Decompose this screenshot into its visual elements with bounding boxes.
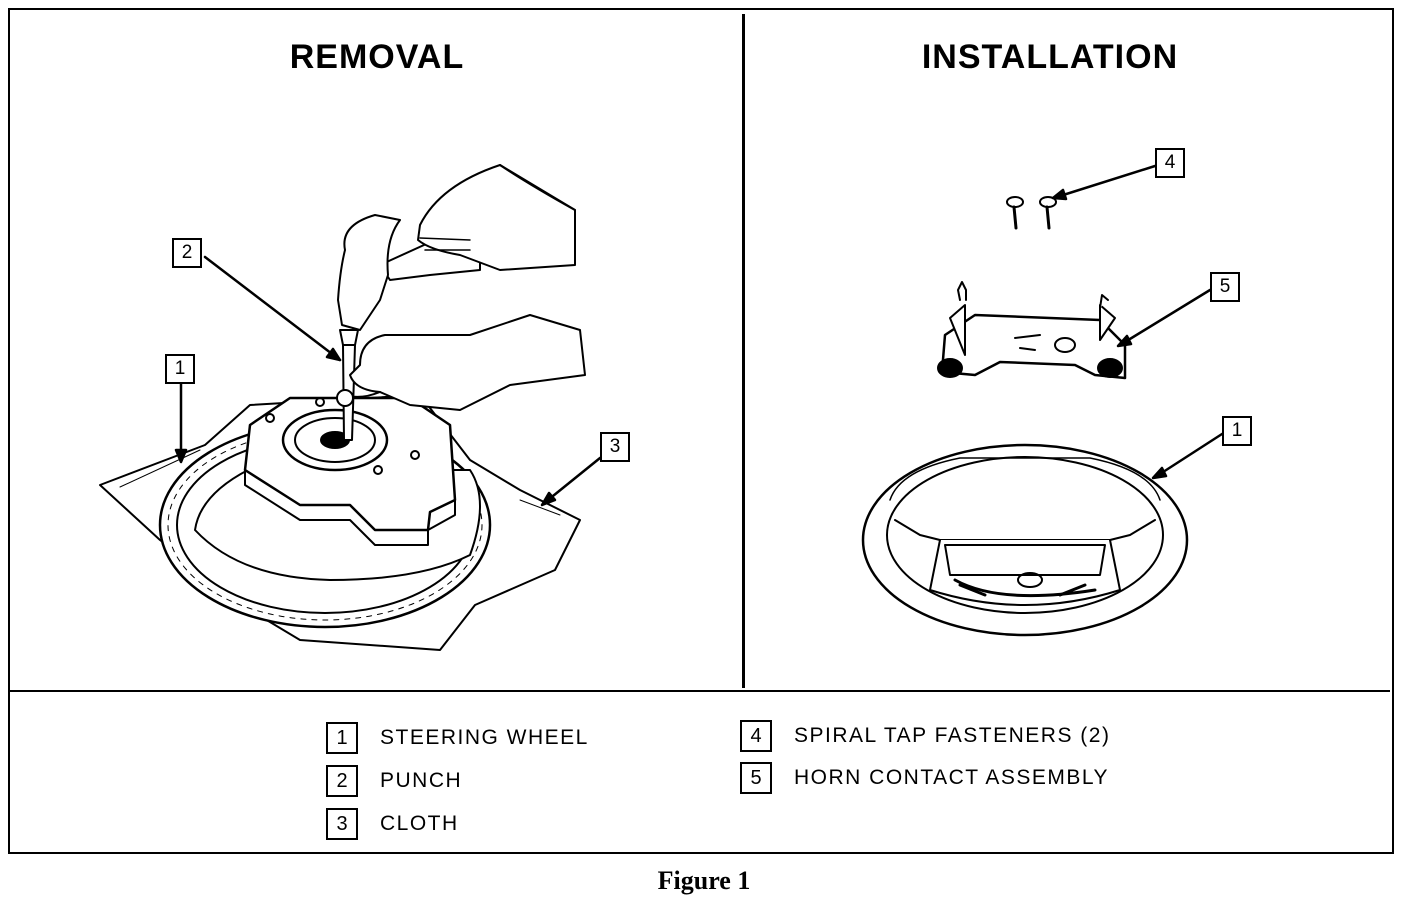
legend-label: PUNCH <box>380 769 463 792</box>
removal-steering-wheel-illustration <box>158 396 492 629</box>
legend-item: 4 SPIRAL TAP FASTENERS (2) <box>740 720 1110 752</box>
callout-steering-wheel: 1 <box>165 354 195 384</box>
figure-frame <box>8 8 1394 854</box>
legend-item: 3 CLOTH <box>326 808 459 840</box>
callout-cloth: 3 <box>600 432 630 462</box>
legend-number: 3 <box>326 808 358 840</box>
callout-install-steering-wheel: 1 <box>1222 416 1252 446</box>
legend-label: SPIRAL TAP FASTENERS (2) <box>794 724 1111 747</box>
legend-label: CLOTH <box>380 812 459 835</box>
legend-item: 1 STEERING WHEEL <box>326 722 589 754</box>
horn-contact-assembly-illustration <box>937 281 1127 380</box>
removal-title: REMOVAL <box>289 38 465 76</box>
legend-label: STEERING WHEEL <box>380 726 589 749</box>
callout-horn-contact: 5 <box>1210 272 1240 302</box>
legend-item: 5 HORN CONTACT ASSEMBLY <box>740 762 1109 794</box>
legend-number: 5 <box>740 762 772 794</box>
figure-caption: Figure 1 <box>657 866 751 895</box>
installation-title: INSTALLATION <box>921 38 1179 76</box>
installation-leader-lines <box>1051 164 1224 480</box>
legend-number: 4 <box>740 720 772 752</box>
legend-label: HORN CONTACT ASSEMBLY <box>794 766 1110 789</box>
removal-leader-lines <box>174 255 602 507</box>
legend-divider <box>10 690 1390 692</box>
legend-number: 1 <box>326 722 358 754</box>
lower-hand-illustration <box>336 314 586 411</box>
upper-hand-illustration <box>417 164 576 271</box>
callout-punch: 2 <box>172 238 202 268</box>
legend-number: 2 <box>326 765 358 797</box>
spiral-tap-fasteners-illustration <box>1006 196 1057 230</box>
legend-item: 2 PUNCH <box>326 765 462 797</box>
install-steering-wheel-illustration <box>861 443 1189 637</box>
callout-fasteners: 4 <box>1155 148 1185 178</box>
panel-divider-vertical <box>742 14 745 688</box>
